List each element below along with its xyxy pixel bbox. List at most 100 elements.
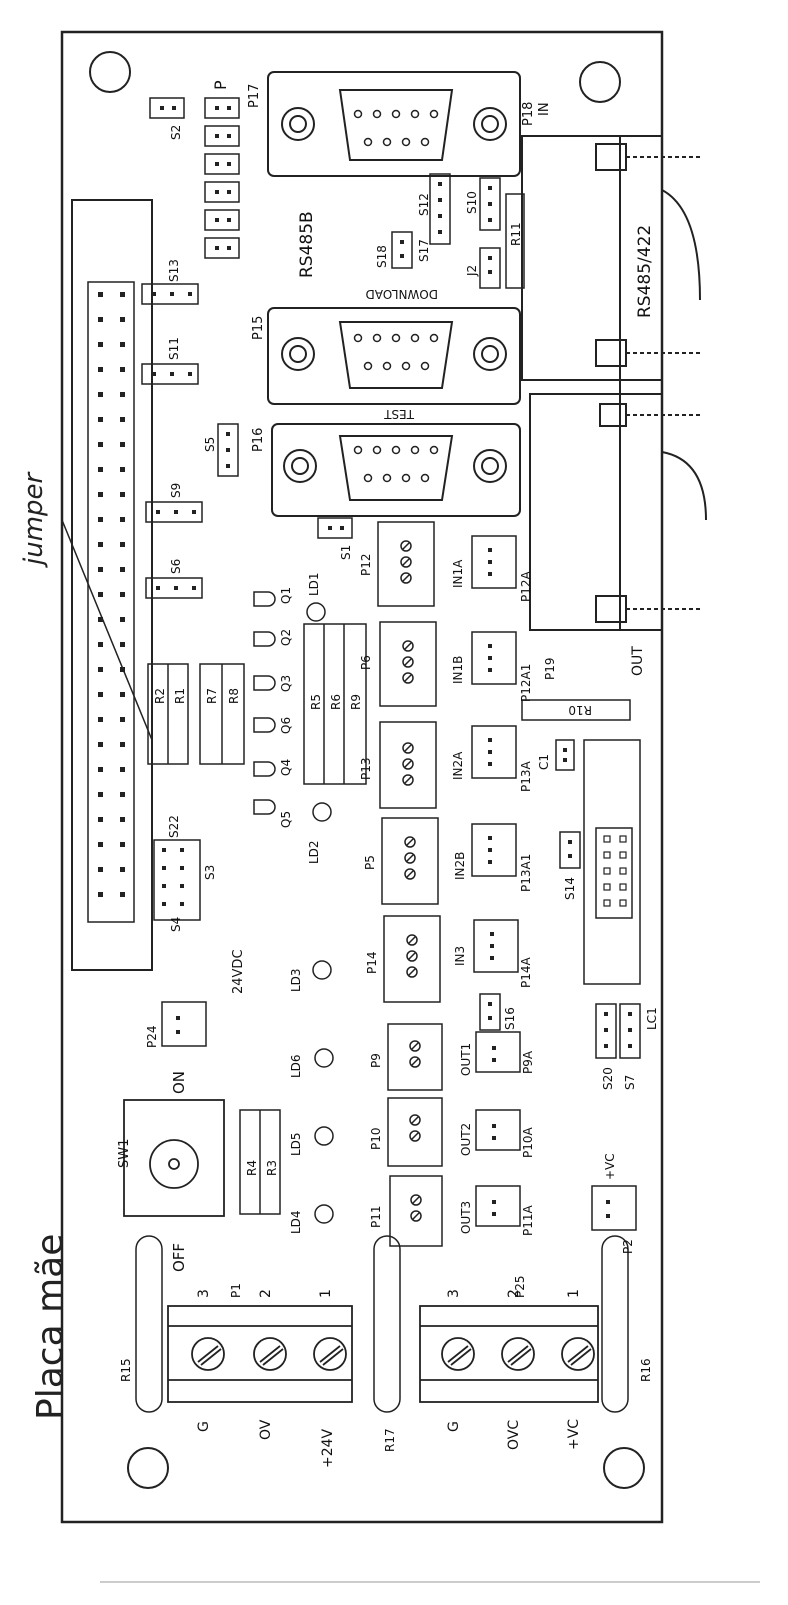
jumper-pin: [226, 464, 230, 468]
db9-pin: [391, 109, 401, 119]
resistor-r15: [135, 1235, 163, 1413]
label-ld4: LD4: [289, 1210, 303, 1234]
header-pin: [120, 717, 125, 722]
header-pin: [120, 367, 125, 372]
plug-screw: [404, 852, 416, 864]
mounting-hole: [89, 51, 131, 93]
label-r5: R5: [309, 694, 323, 710]
header-pin: [120, 642, 125, 647]
header-in2a: [471, 725, 517, 779]
lc1-pin: [603, 867, 611, 875]
io-pin: [488, 560, 492, 564]
plug-p11: [389, 1175, 443, 1247]
jumper-pin: [488, 202, 492, 206]
lc1-pin: [603, 835, 611, 843]
label-ld2: LD2: [307, 840, 321, 864]
label-p11a: P11A: [521, 1204, 535, 1236]
terminal-screw-slot: [450, 1348, 472, 1366]
jumper-pin: [180, 884, 184, 888]
label-r10: R10: [568, 703, 592, 717]
header-pin: [120, 442, 125, 447]
label-s9: S9: [169, 483, 183, 498]
db9-pin: [420, 137, 430, 147]
terminal-screw: [313, 1337, 347, 1371]
lc1-pin: [603, 883, 611, 891]
label-24vdc: 24VDC: [231, 949, 246, 994]
jumper-s10: [479, 177, 501, 231]
header-in1a: [471, 535, 517, 589]
io-headers: [161, 535, 637, 1231]
plug-screw: [400, 556, 412, 568]
label-r3: R3: [265, 1160, 279, 1176]
jumper-s5: [217, 423, 239, 477]
jumper-pin: [226, 448, 230, 452]
db9-p15-screw: [473, 337, 507, 371]
plug-screw: [406, 950, 418, 962]
label-p25-pin1: 1: [566, 1289, 582, 1298]
label-q3: Q3: [279, 675, 293, 692]
db9-pin: [410, 109, 420, 119]
header-pin: [98, 467, 103, 472]
label-p17: P17: [247, 84, 262, 108]
transistor-q1: [253, 591, 276, 607]
header-pin: [98, 567, 103, 572]
header-pin: [120, 592, 125, 597]
jumper-pin: [152, 372, 156, 376]
jumper-pin: [180, 848, 184, 852]
jumper-pin: [174, 586, 178, 590]
jumper-pin: [162, 884, 166, 888]
io-pin: [563, 748, 567, 752]
header-pin: [98, 317, 103, 322]
db9-pin: [353, 333, 363, 343]
jumper-pin: [227, 106, 231, 110]
plug-screw-slot: [406, 838, 414, 846]
header-pin: [98, 592, 103, 597]
label-ld6: LD6: [289, 1054, 303, 1078]
label-ov: OV: [258, 1419, 274, 1440]
header-pin: [120, 392, 125, 397]
plug-screws: [400, 540, 422, 1222]
plug-screw: [404, 868, 416, 880]
db9-pins: [353, 109, 439, 483]
jumper-pin: [227, 134, 231, 138]
terminal-plugs: [377, 521, 443, 1247]
header-pin: [120, 767, 125, 772]
transistor-q6: [253, 717, 276, 733]
label-test: TEST: [383, 407, 415, 421]
plug-screw-slot: [406, 854, 414, 862]
label-r17: R17: [383, 1428, 397, 1452]
header-pin: [98, 292, 103, 297]
label-p1: P1: [229, 1283, 243, 1298]
io-pin: [492, 1136, 496, 1140]
header-pin: [98, 367, 103, 372]
jumper-p-5: [204, 209, 240, 231]
jumper-pin: [180, 866, 184, 870]
label-p1-pin3: 3: [196, 1289, 212, 1298]
plug-screw-slot: [404, 760, 412, 768]
plug-screw-slot: [408, 936, 416, 944]
label-p13a: P13A: [519, 760, 533, 792]
db9-pin: [429, 333, 439, 343]
plug-screw-slot: [404, 642, 412, 650]
label-p16: P16: [251, 428, 266, 452]
db9-pin: [372, 109, 382, 119]
jumper-pin: [215, 246, 219, 250]
mounting-hole: [127, 1447, 169, 1489]
plug-screw: [400, 572, 412, 584]
label-s6: S6: [169, 559, 183, 574]
lc1-block: [583, 739, 641, 985]
db9-p17-shell: [338, 89, 454, 161]
header-pin: [120, 567, 125, 572]
label-p25-pin3: 3: [446, 1289, 462, 1298]
db9-p15-frame: [267, 307, 521, 405]
io-pin: [492, 1046, 496, 1050]
power-switch-sw1[interactable]: [123, 1099, 225, 1217]
mounting-holes: [89, 51, 645, 1489]
label-s20: S20: [601, 1067, 615, 1090]
label-r11: R11: [509, 222, 523, 246]
label-p10a: P10A: [521, 1126, 535, 1158]
jumper-s16: [479, 993, 501, 1031]
plug-screw-slot: [404, 776, 412, 784]
header-pin: [120, 742, 125, 747]
label-p5: P5: [363, 855, 377, 870]
